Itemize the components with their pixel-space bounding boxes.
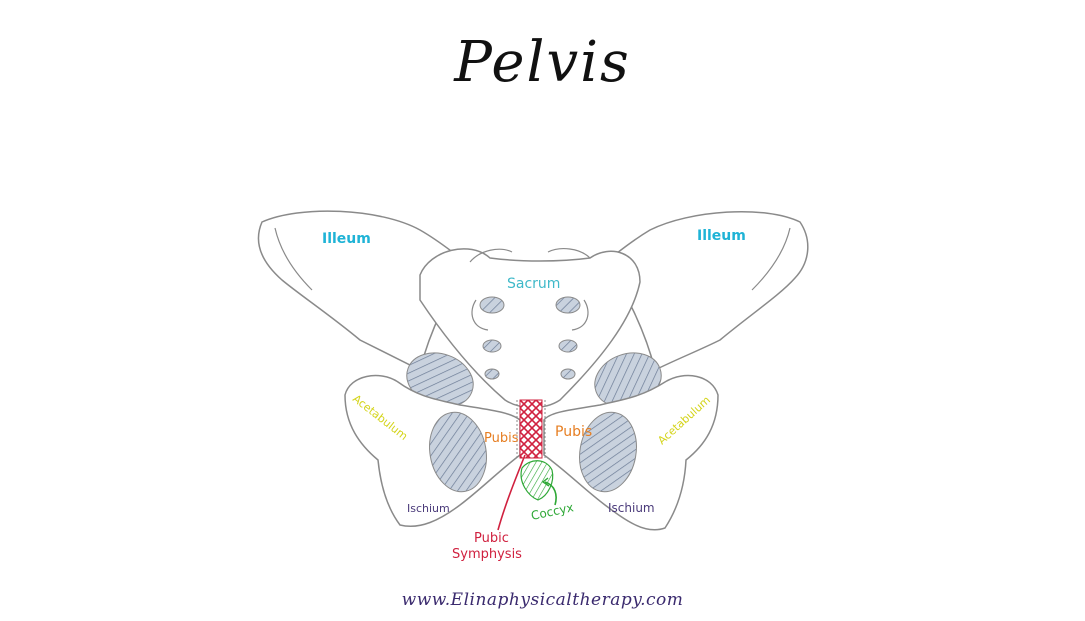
label-coccyx: Coccyx	[530, 500, 575, 523]
label-pubis-left: Pubis	[484, 431, 519, 446]
label-ileum-right: Illeum	[697, 228, 746, 244]
label-ischium-right: Ischium	[608, 501, 655, 515]
sacral-foramen	[479, 296, 505, 314]
pubic-symphysis-region	[519, 399, 543, 459]
sacral-foramen	[555, 296, 581, 314]
pubic-symphysis-pointer	[497, 454, 526, 531]
sacral-foramen	[484, 368, 500, 380]
sacrum-outline	[419, 248, 641, 409]
left-obturator-foramen	[429, 411, 487, 493]
sacral-foramen	[560, 368, 576, 380]
label-ileum-left: Illeum	[322, 231, 371, 247]
label-ischium-left: Ischium	[407, 502, 450, 515]
page-title: Pelvis	[454, 30, 631, 95]
label-pubis-right: Pubis	[555, 424, 592, 440]
coccyx-pointer	[544, 481, 557, 506]
label-pubic-symphysis-1: Pubic	[474, 531, 509, 546]
sacral-foramen	[482, 339, 502, 353]
label-sacrum: Sacrum	[507, 276, 560, 292]
sacral-foramen	[558, 339, 578, 353]
right-obturator-foramen	[579, 411, 637, 493]
coccyx-shape	[520, 460, 554, 501]
label-pubic-symphysis-2: Symphysis	[452, 547, 522, 562]
footer-url[interactable]: www.Elinaphysicaltherapy.com	[401, 590, 684, 610]
